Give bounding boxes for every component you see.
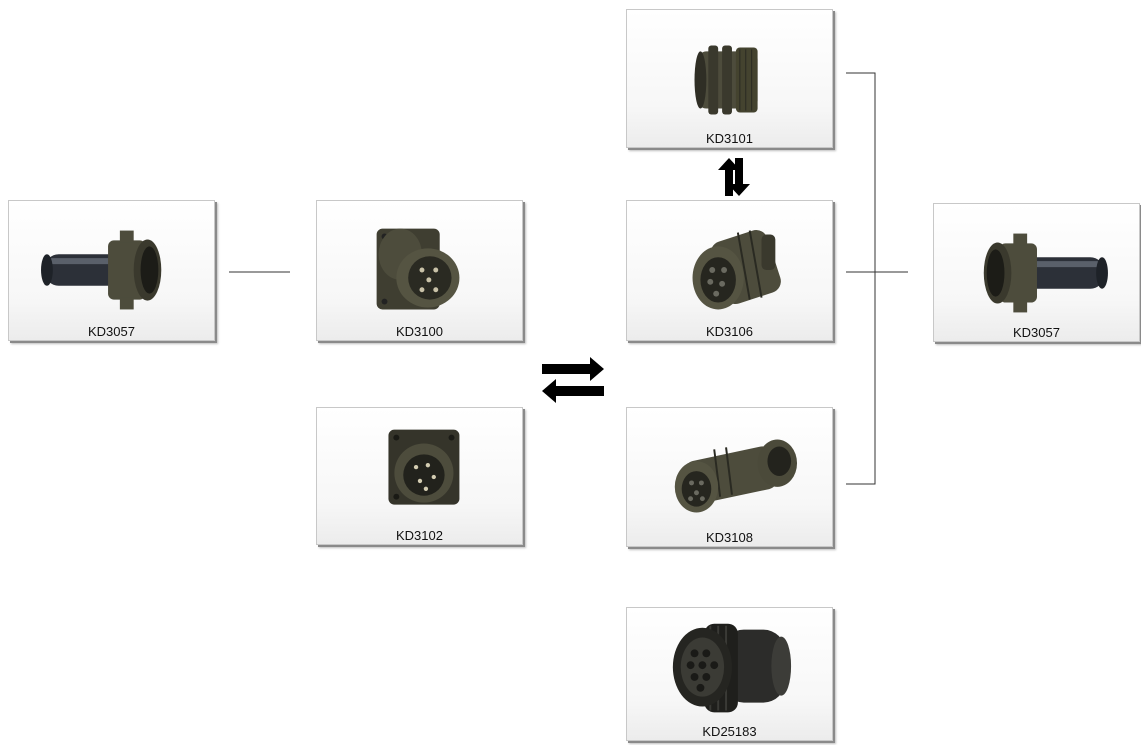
product-card-kd3106[interactable]: KD3106	[626, 200, 833, 341]
product-label: KD3108	[706, 530, 753, 545]
box-mount-receptacle-icon	[388, 429, 460, 505]
bracket-line	[846, 72, 908, 485]
product-card-kd3057-left[interactable]: KD3057	[8, 200, 215, 341]
product-label: KD3057	[1013, 325, 1060, 340]
product-card-kd25183[interactable]: KD25183	[626, 607, 833, 741]
product-label: KD3100	[396, 324, 443, 339]
product-card-kd3108[interactable]: KD3108	[626, 407, 833, 547]
angled-plug-icon	[674, 439, 798, 513]
product-card-kd3101[interactable]: KD3101	[626, 9, 833, 148]
cable-receptacle-icon	[694, 45, 758, 115]
plug-connector-icon	[672, 623, 792, 713]
straight-plug-icon	[692, 230, 781, 310]
product-card-kd3102[interactable]: KD3102	[316, 407, 523, 545]
product-card-kd3057-right[interactable]: KD3057	[933, 203, 1140, 342]
product-label: KD25183	[702, 724, 757, 739]
wall-mount-receptacle-icon	[376, 228, 460, 310]
product-label: KD3102	[396, 528, 443, 543]
product-card-kd3100[interactable]: KD3100	[316, 200, 523, 341]
product-label: KD3101	[706, 131, 753, 146]
product-label: KD3106	[706, 324, 753, 339]
backshell-connector-icon	[983, 233, 1108, 313]
product-label: KD3057	[88, 324, 135, 339]
swap-arrows-vertical-icon	[718, 158, 750, 196]
swap-arrows-horizontal-icon	[542, 357, 604, 403]
backshell-connector-icon	[41, 230, 162, 310]
